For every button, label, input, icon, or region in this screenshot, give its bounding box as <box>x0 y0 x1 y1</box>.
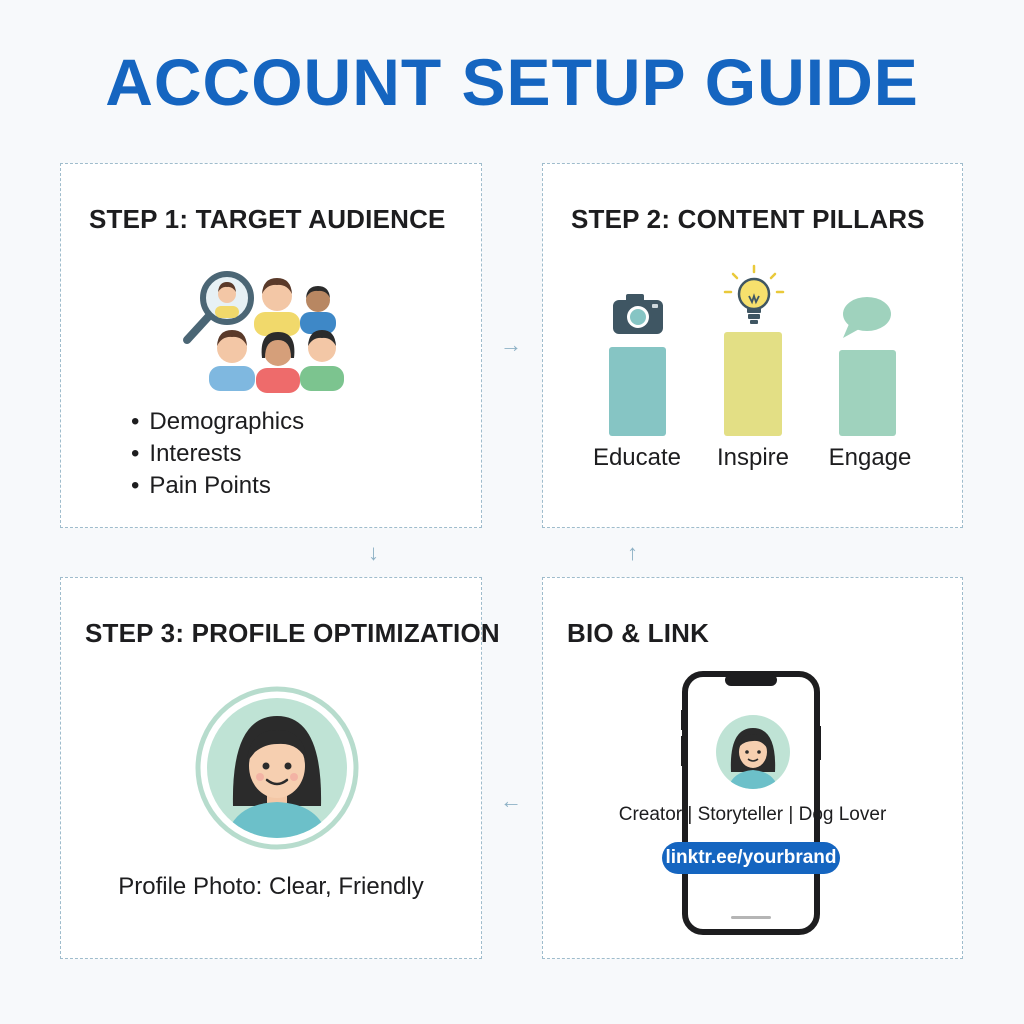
bullet-item: Demographics <box>131 406 304 438</box>
pillar-bar-inspire <box>724 332 782 436</box>
profile-avatar-icon <box>195 686 359 850</box>
step3-panel: STEP 3: PROFILE OPTIMIZATION Profile Pho… <box>60 577 500 959</box>
speech-bubble-icon <box>843 297 891 338</box>
audience-icon <box>183 271 344 393</box>
step2-panel: STEP 2: CONTENT PILLARS Educate Inspire … <box>542 163 963 528</box>
phone-icon <box>681 671 821 935</box>
arrow-down-icon: ↓ <box>368 540 379 565</box>
bio-link-title: BIO & LINK <box>567 618 710 648</box>
page-title: ACCOUNT SETUP GUIDE <box>105 45 919 119</box>
pillar-label-inspire: Inspire <box>716 444 790 471</box>
pillar-bar-educate <box>609 347 666 436</box>
step1-title: STEP 1: TARGET AUDIENCE <box>89 204 446 234</box>
audience-bullet-list: Demographics Interests Pain Points <box>131 406 304 502</box>
bio-link-button[interactable]: linktr.ee/yourbrand <box>662 842 840 874</box>
pillar-label-engage: Engage <box>828 444 912 471</box>
bio-avatar-icon <box>716 715 790 789</box>
step3-title: STEP 3: PROFILE OPTIMIZATION <box>85 618 500 648</box>
lightbulb-icon <box>723 264 785 324</box>
profile-photo-caption: Profile Photo: Clear, Friendly <box>118 873 424 900</box>
bullet-item: Interests <box>131 438 304 470</box>
bio-text: Creator | Storyteller | Dog Lover <box>618 804 887 825</box>
bullet-item: Pain Points <box>131 470 304 502</box>
arrow-right-icon: → <box>500 332 522 357</box>
step2-title: STEP 2: CONTENT PILLARS <box>571 204 925 234</box>
pillar-label-educate: Educate <box>592 444 682 471</box>
camera-icon <box>613 294 663 334</box>
arrow-up-icon: ↑ <box>627 540 638 565</box>
step4-panel: BIO & LINK Creator | Storyteller | Dog L… <box>542 577 963 959</box>
pillar-bar-engage <box>839 350 896 436</box>
arrow-left-icon: ← <box>500 788 522 813</box>
step1-panel: STEP 1: TARGET AUDIENCE Demographics Int… <box>60 163 482 528</box>
